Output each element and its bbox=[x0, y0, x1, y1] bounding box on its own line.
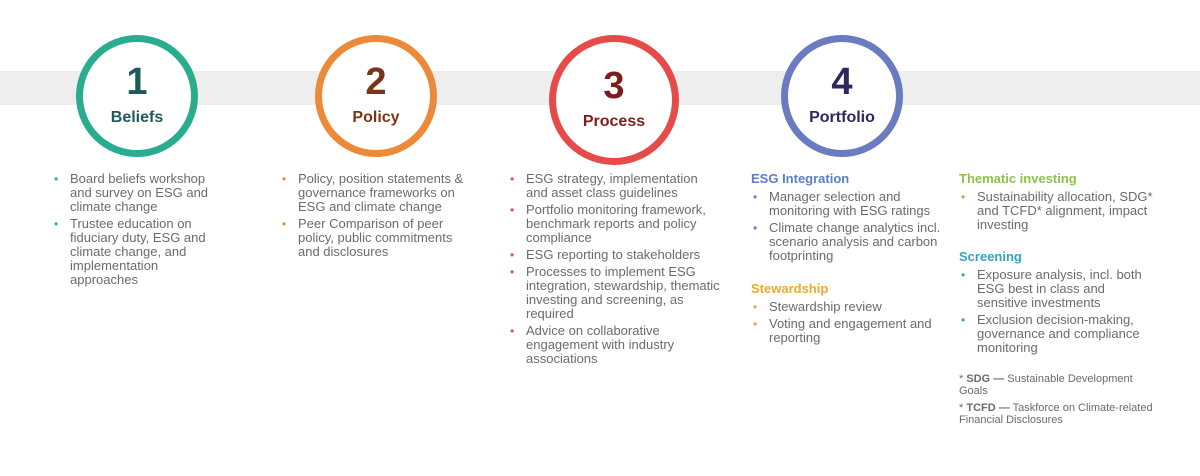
step-1-number: 1 bbox=[126, 61, 148, 103]
step-1-circle: 1 Beliefs bbox=[76, 35, 198, 157]
list-item: Climate change analytics incl. scenario … bbox=[751, 221, 941, 263]
list-item: Stewardship review bbox=[751, 300, 941, 315]
footnote-tcfd: * TCFD — Taskforce on Climate-related Fi… bbox=[959, 402, 1154, 426]
list-item: Policy, position statements & governance… bbox=[280, 172, 472, 214]
policy-column: Policy, position statements & governance… bbox=[280, 172, 472, 262]
step-3-circle: 3 Process bbox=[549, 35, 679, 165]
stewardship-heading: Stewardship bbox=[751, 281, 829, 296]
esg-integration-heading: ESG Integration bbox=[751, 171, 850, 186]
screening-list: Exposure analysis, incl. both ESG best i… bbox=[959, 268, 1154, 355]
list-item: Portfolio monitoring framework, benchmar… bbox=[508, 203, 720, 245]
stewardship-list: Stewardship review Voting and engagement… bbox=[751, 300, 941, 345]
process-column: ESG strategy, implementation and asset c… bbox=[508, 172, 720, 369]
list-item: Exposure analysis, incl. both ESG best i… bbox=[959, 268, 1154, 310]
list-item: Trustee education on fiduciary duty, ESG… bbox=[52, 217, 222, 287]
footnotes: * SDG — Sustainable Development Goals * … bbox=[959, 373, 1154, 426]
portfolio-column: ESG Integration Manager selection and mo… bbox=[751, 172, 941, 348]
step-4-number: 4 bbox=[831, 61, 853, 103]
footnote-term: TCFD — bbox=[966, 402, 1010, 414]
step-3-label: Process bbox=[582, 113, 646, 130]
beliefs-column: Board beliefs workshop and survey on ESG… bbox=[52, 172, 222, 290]
thematic-investing-heading: Thematic investing bbox=[959, 171, 1077, 186]
process-list: ESG strategy, implementation and asset c… bbox=[508, 172, 720, 366]
list-item: ESG strategy, implementation and asset c… bbox=[508, 172, 720, 200]
list-item: Processes to implement ESG integration, … bbox=[508, 265, 720, 321]
list-item: Board beliefs workshop and survey on ESG… bbox=[52, 172, 222, 214]
footnote-text: Taskforce on Climate-related Financial D… bbox=[959, 402, 1153, 426]
step-4-circle: 4 Portfolio bbox=[781, 35, 903, 157]
list-item: Voting and engagement and reporting bbox=[751, 317, 941, 345]
footnote-prefix: * bbox=[959, 402, 967, 414]
beliefs-list: Board beliefs workshop and survey on ESG… bbox=[52, 172, 222, 287]
list-item: ESG reporting to stakeholders bbox=[508, 248, 720, 263]
list-item: Sustainability allocation, SDG* and TCFD… bbox=[959, 190, 1154, 232]
list-item: Manager selection and monitoring with ES… bbox=[751, 190, 941, 218]
list-item: Peer Comparison of peer policy, public c… bbox=[280, 217, 472, 259]
footnote-text: Sustainable Development Goals bbox=[959, 373, 1133, 397]
step-3-number: 3 bbox=[603, 65, 625, 107]
list-item: Exclusion decision-making, governance an… bbox=[959, 313, 1154, 355]
step-2-circle: 2 Policy bbox=[315, 35, 437, 157]
footnote-term: SDG — bbox=[966, 373, 1005, 385]
step-2-label: Policy bbox=[352, 109, 400, 126]
footnote-sdg: * SDG — Sustainable Development Goals bbox=[959, 373, 1154, 397]
list-item: Advice on collaborative engagement with … bbox=[508, 324, 720, 366]
step-1-label: Beliefs bbox=[110, 109, 164, 126]
step-2-number: 2 bbox=[365, 61, 387, 103]
footnote-prefix: * bbox=[959, 373, 967, 385]
esg-integration-list: Manager selection and monitoring with ES… bbox=[751, 190, 941, 263]
thematic-screening-column: Thematic investing Sustainability alloca… bbox=[959, 172, 1154, 431]
step-4-label: Portfolio bbox=[809, 109, 875, 126]
policy-list: Policy, position statements & governance… bbox=[280, 172, 472, 259]
screening-heading: Screening bbox=[959, 249, 1022, 264]
thematic-investing-list: Sustainability allocation, SDG* and TCFD… bbox=[959, 190, 1154, 232]
